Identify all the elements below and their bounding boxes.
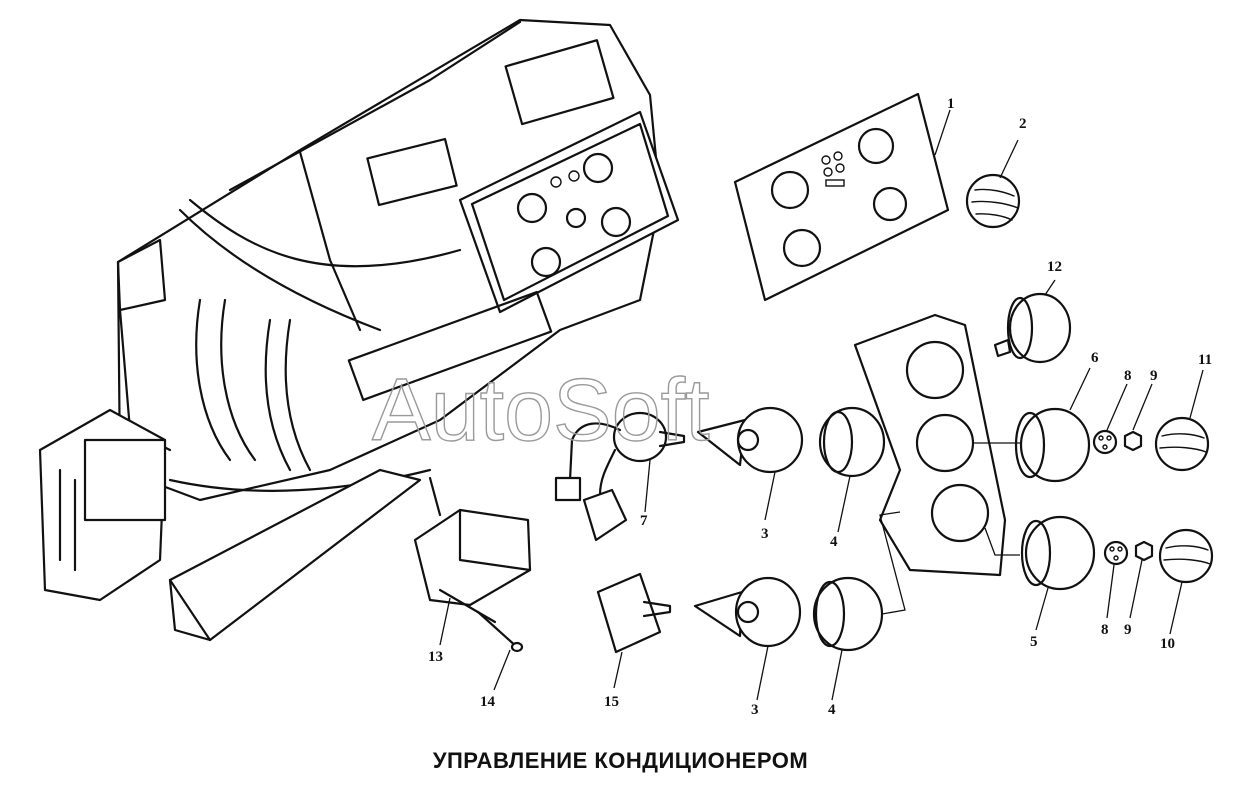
watermark-text: AutoSoft — [372, 360, 710, 459]
callout-11: 11 — [1198, 352, 1212, 368]
callout-5: 5 — [1030, 634, 1038, 650]
callout-12: 12 — [1047, 259, 1062, 275]
knob-part-4-upper — [818, 406, 886, 478]
callout-9-upper: 9 — [1150, 368, 1158, 384]
callout-1: 1 — [947, 96, 955, 112]
switch-part-7 — [554, 411, 686, 542]
callout-10: 10 — [1160, 636, 1175, 652]
callout-13: 13 — [428, 649, 443, 665]
callout-9-lower: 9 — [1124, 622, 1132, 638]
switch-bracket-plate — [853, 313, 1007, 577]
callout-4-lower: 4 — [828, 702, 836, 718]
callout-labels: 1 2 12 6 8 9 11 7 3 4 5 8 9 10 13 14 15 … — [428, 96, 1212, 718]
control-panel-part-1 — [733, 92, 950, 302]
knob-part-4-lower — [812, 511, 906, 652]
knob-part-2 — [965, 173, 1021, 229]
callout-15: 15 — [604, 694, 619, 710]
diagram-title: УПРАВЛЕНИЕ КОНДИЦИОНЕРОМ — [432, 748, 809, 773]
switch-part-15 — [596, 572, 672, 654]
indicator-part-12 — [993, 292, 1072, 364]
callout-4-upper: 4 — [830, 534, 838, 550]
callout-8-lower: 8 — [1101, 622, 1109, 638]
screw-part-14 — [476, 610, 524, 653]
callout-3-lower: 3 — [751, 702, 759, 718]
hvac-housing-assembly — [38, 18, 680, 642]
bracket-part-13 — [413, 476, 532, 624]
switch-row-lower — [984, 515, 1214, 591]
callout-6: 6 — [1091, 350, 1099, 366]
callout-14: 14 — [480, 694, 496, 710]
bezel-part-3-lower — [693, 576, 802, 648]
leader-lines — [439, 109, 1204, 701]
callout-2: 2 — [1019, 116, 1027, 132]
callout-8-upper: 8 — [1124, 368, 1132, 384]
callout-7: 7 — [640, 513, 648, 529]
switch-row-upper — [972, 407, 1210, 483]
bezel-part-3-upper — [696, 406, 804, 474]
callout-3-upper: 3 — [761, 526, 769, 542]
